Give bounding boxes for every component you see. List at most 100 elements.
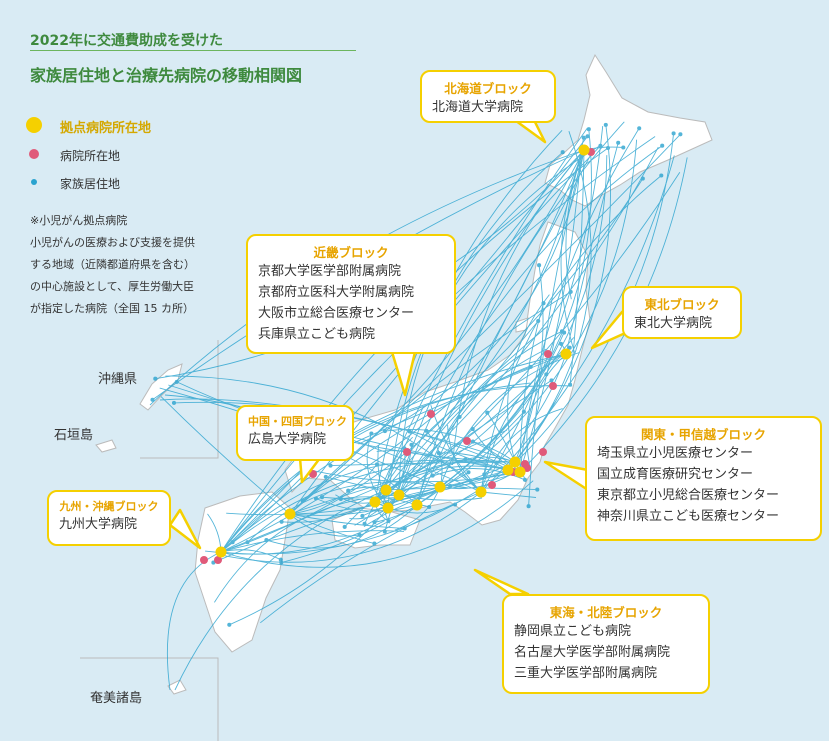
residence-dot	[526, 504, 531, 509]
movement-route	[507, 131, 592, 471]
movement-route	[560, 149, 585, 354]
movement-route	[416, 129, 592, 506]
movement-route	[398, 145, 663, 496]
movement-route	[526, 353, 567, 473]
movement-route	[429, 149, 585, 447]
legend-residence-label: 家族居住地	[60, 177, 121, 191]
residence-dot	[616, 140, 621, 145]
note-line: の中心施設として、厚生労働大臣	[30, 280, 195, 293]
hub-hospital-marker	[578, 144, 590, 156]
hub-hospital-marker	[475, 486, 487, 498]
hub-hospital-marker	[215, 546, 227, 558]
block-title-kanto: 関東・甲信越ブロック	[640, 427, 766, 442]
hospital-name: 静岡県立こども病院	[514, 624, 632, 639]
residence-dot	[436, 451, 441, 456]
movement-route	[565, 142, 619, 355]
label-amami: 奄美諸島	[90, 691, 143, 706]
hospital-name: 北海道大学病院	[432, 100, 524, 115]
hospital-name: 九州大学病院	[59, 517, 138, 532]
residence-dot	[313, 496, 319, 501]
residence-dot	[537, 263, 542, 268]
residence-dot	[536, 318, 541, 324]
callout-chugoku: 中国・四国ブロック 広島大学病院	[236, 405, 354, 461]
residence-dot	[382, 429, 387, 434]
residence-dot	[372, 541, 377, 546]
residence-dot	[323, 474, 328, 479]
callout-tohoku: 東北ブロック 東北大学病院	[622, 286, 742, 339]
movement-route	[289, 291, 571, 515]
movement-route	[374, 501, 456, 514]
hub-hospital-marker	[393, 489, 405, 501]
movement-route	[416, 330, 563, 506]
movement-route	[374, 127, 588, 503]
residence-dot	[328, 463, 333, 468]
residence-dot	[567, 345, 572, 350]
hub-hospital-marker	[514, 466, 526, 478]
residence-dot	[470, 439, 475, 444]
hospital-name: 広島大学病院	[248, 432, 327, 447]
movement-route	[289, 458, 466, 515]
residence-dot	[227, 622, 232, 627]
residence-dot	[279, 519, 284, 524]
hospital-marker	[403, 448, 411, 456]
movement-route	[366, 433, 389, 509]
movement-route	[220, 520, 385, 555]
residence-dot	[150, 397, 155, 402]
callout-kanto: 関東・甲信越ブロック 埼玉県立小児医療センター 国立成育医療研究センター 東京都…	[585, 416, 822, 541]
movement-route	[416, 121, 625, 506]
note-line: ※小児がん拠点病院	[30, 214, 128, 227]
residence-dot	[360, 513, 365, 518]
note-line: する地域（近隣都道府県を含む）	[30, 258, 195, 271]
legend-residence-marker	[31, 179, 37, 185]
legend-hospital-label: 病院所在地	[60, 149, 121, 163]
hospital-name: 国立成育医療研究センター	[597, 467, 754, 482]
movement-route	[289, 464, 378, 515]
residence-dot	[171, 400, 177, 405]
block-title-kinki: 近畿ブロック	[313, 245, 389, 260]
legend-hospital-marker	[29, 149, 39, 159]
callout-kinki: 近畿ブロック 京都大学医学部附属病院 京都府立医科大学附属病院 大阪市立総合医療…	[246, 234, 456, 354]
movement-route	[214, 494, 400, 603]
residence-dot	[559, 341, 564, 346]
legend-hub-label: 拠点病院所在地	[60, 121, 152, 136]
movement-route	[302, 149, 585, 502]
callout-tokai: 東海・北陸ブロック 静岡県立こども病院 名古屋大学医学部附属病院 三重大学医学部…	[502, 594, 710, 694]
hub-hospital-marker	[369, 496, 381, 508]
ishigaki-island	[95, 439, 117, 453]
movement-route	[229, 494, 400, 626]
movement-route	[289, 513, 375, 545]
residence-dot	[671, 131, 676, 136]
block-title-tokai: 東海・北陸ブロック	[549, 605, 663, 620]
hub-hospital-marker	[434, 481, 446, 493]
legend-hub-marker	[26, 117, 42, 133]
movement-route	[220, 429, 508, 553]
movement-route	[480, 347, 570, 493]
block-title-chugoku: 中国・四国ブロック	[248, 415, 347, 428]
movement-route	[220, 480, 534, 568]
movement-route	[358, 149, 585, 445]
movement-route	[281, 501, 376, 523]
movement-route	[174, 489, 387, 691]
movement-route	[447, 424, 482, 493]
map-title-line2: 家族居住地と治療先病院の移動相関図	[30, 66, 303, 85]
hospital-name: 京都大学医学部附属病院	[258, 264, 402, 279]
hospital-name: 三重大学医学部附属病院	[514, 666, 658, 681]
residence-dot	[678, 132, 683, 137]
residence-dot	[535, 487, 540, 492]
residence-dot	[541, 301, 546, 306]
hospital-marker	[200, 556, 208, 564]
movement-route	[398, 348, 547, 496]
hub-hospital-marker	[382, 502, 394, 514]
label-ishigaki: 石垣島	[54, 428, 94, 443]
residence-dot	[466, 470, 471, 475]
residence-dot	[559, 329, 565, 334]
movement-route	[565, 149, 585, 300]
hospital-marker	[463, 437, 471, 445]
hospital-name: 名古屋大学医学部附属病院	[514, 645, 671, 660]
residence-dot	[585, 134, 590, 139]
residence-dot	[409, 442, 414, 447]
hospital-marker	[214, 556, 222, 564]
hospital-marker	[544, 350, 552, 358]
